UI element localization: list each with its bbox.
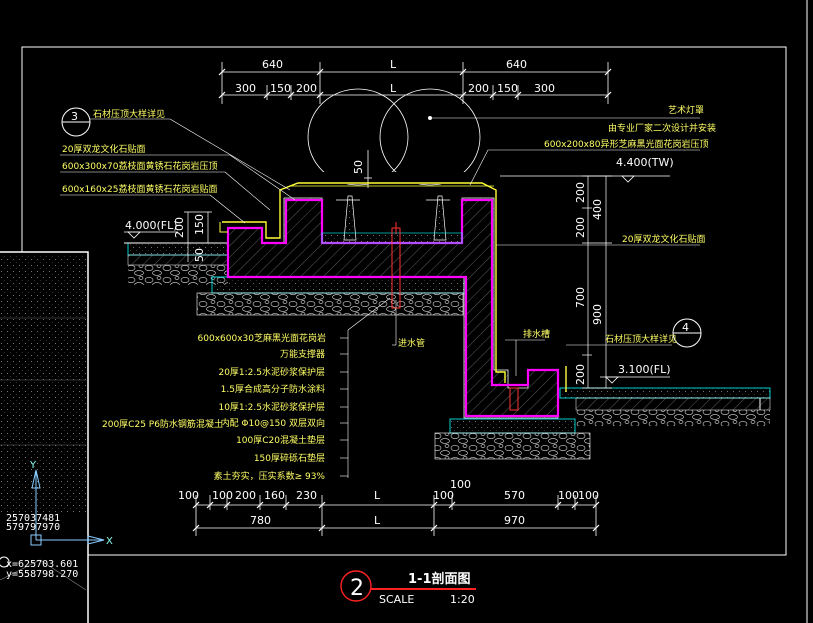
art-lamp-shade	[307, 88, 481, 186]
left-leader-lines	[60, 154, 296, 224]
left-note-2: 600x300x70荔枝面黄锈石花岗岩压顶	[62, 160, 217, 172]
level-mark-right	[600, 376, 670, 384]
right-leader-lines	[430, 117, 700, 246]
left-vdim-150: 150	[193, 214, 206, 235]
bottom-dim-570: 570	[504, 489, 525, 502]
top-dim-200-left: 200	[296, 82, 317, 95]
callout-3: 3	[61, 107, 291, 191]
top-dim-150-left: 150	[270, 82, 291, 95]
right-vertical-dims	[582, 175, 612, 389]
label-drain: 排水槽	[523, 328, 550, 340]
callout-4-text: 石材压顶大样详见	[605, 333, 677, 345]
bottom-dim-100-e: 100	[578, 489, 599, 502]
coord-readout-2: 579797970	[6, 522, 60, 533]
level-right-text: 3.100(FL)	[618, 363, 671, 376]
right-vdim-900: 900	[591, 304, 604, 325]
right-vdim-200-mid: 200	[574, 217, 587, 238]
bottom-dim-100-c: 100	[433, 489, 454, 502]
lamp-fixtures	[336, 195, 450, 241]
drawing-title: 1-1剖面图	[408, 571, 471, 587]
bottom-dim-L: L	[374, 489, 381, 502]
layer-notes: 600x600x30芝麻黑光面花岗岩 万能支撑器 20厚1:2.5水泥砂浆保护层…	[198, 332, 326, 482]
top-dim-200-right: 200	[468, 82, 489, 95]
callout-4: 4	[566, 318, 702, 348]
ucs-x-label: X	[106, 536, 113, 547]
waterproof-layer	[226, 198, 560, 418]
stone-cladding	[222, 182, 506, 383]
right-note-3: 600x200x80异形芝麻黑光面花岗岩压顶	[544, 138, 708, 150]
ucs-y-label: Y	[29, 460, 37, 471]
bottom-dim-L-row2: L	[374, 514, 381, 527]
coord-readout-4: y=558798.270	[6, 569, 78, 580]
drain-channel	[505, 339, 545, 411]
callout-3-text: 石材压顶大样详见	[93, 108, 165, 120]
layer-note-5: 10厚1:2.5水泥砂浆保护层	[218, 401, 325, 413]
bottom-dim-970: 970	[504, 514, 525, 527]
layer-note-9: 素土夯实，压实系数≥ 93%	[214, 470, 326, 482]
bottom-dim-100-above: 100	[450, 478, 471, 491]
level-mark-left	[124, 231, 178, 239]
layer-leader	[340, 297, 391, 478]
bottom-dim-160: 160	[264, 489, 285, 502]
ucs-icon: Y X	[29, 460, 113, 547]
scale-label: SCALE	[379, 593, 414, 606]
right-face-note: 20厚双龙文化石贴面	[622, 233, 705, 245]
concrete-wall-section	[227, 197, 559, 419]
top-dim-300-left: 300	[235, 82, 256, 95]
callout-4-number: 4	[682, 321, 689, 334]
right-note-2: 由专业厂家二次设计并安装	[608, 122, 716, 134]
right-note-1: 艺术灯罩	[668, 104, 704, 116]
top-dim-150-right: 150	[497, 82, 518, 95]
layer-note-8: 150厚碎砾石垫层	[254, 452, 325, 464]
right-vdim-200-bot: 200	[574, 364, 587, 385]
top-dim-L: L	[390, 58, 397, 71]
top-dim-L-row2: L	[390, 82, 397, 95]
top-dim-640-left: 640	[262, 58, 283, 71]
bottom-dim-200: 200	[235, 489, 256, 502]
layer-note-7: 100厚C20混凝土垫层	[236, 434, 325, 446]
top-dim-300-right: 300	[534, 82, 555, 95]
lower-ground	[434, 387, 771, 460]
scale-value: 1:20	[450, 593, 475, 606]
bottom-dimensions	[192, 495, 600, 536]
top-dim-640-right: 640	[506, 58, 527, 71]
level-left-text: 4.000(FL)	[125, 219, 178, 232]
bottom-dim-230: 230	[296, 489, 317, 502]
left-vdim-200: 200	[173, 217, 186, 238]
title-number: 2	[350, 576, 364, 601]
layer-note-6: 内配 Φ10@150 双层双向	[221, 417, 325, 429]
left-vertical-dims	[184, 211, 212, 262]
right-vdim-200-top: 200	[574, 182, 587, 203]
right-vdim-400: 400	[591, 199, 604, 220]
level-mark-top	[500, 175, 670, 183]
layer-note-2: 万能支撑器	[280, 348, 325, 360]
title-block: 2 1-1剖面图 SCALE 1:20	[340, 570, 476, 606]
dim-50: 50	[352, 160, 365, 174]
coord-readout-1: 257037481	[6, 513, 60, 524]
layer-note-3: 20厚1:2.5水泥砂浆保护层	[218, 366, 325, 378]
layer-note-4: 1.5厚合成高分子防水涂料	[221, 383, 325, 395]
label-inlet-pipe: 进水管	[398, 337, 425, 349]
right-vdim-700: 700	[574, 287, 587, 308]
concrete-note: 200厚C25 P6防水钢筋混凝土	[102, 418, 223, 430]
top-dimensions	[218, 62, 612, 104]
planter-foundation	[196, 276, 465, 316]
bottom-dim-100-b: 100	[212, 489, 233, 502]
layer-note-1: 600x600x30芝麻黑光面花岗岩	[198, 332, 326, 344]
bottom-dim-100-d: 100	[558, 489, 579, 502]
coord-readout-3: x=625703.601	[6, 559, 78, 570]
left-note-3: 600x160x25荔枝面黄锈石花岗岩贴面	[62, 183, 217, 195]
left-note-1: 20厚双龙文化石贴面	[62, 143, 145, 155]
left-vdim-50: 50	[193, 248, 206, 262]
level-top-text: 4.400(TW)	[616, 156, 674, 169]
coordinate-readouts: 257037481 579797970 x=625703.601 y=55879…	[0, 513, 78, 580]
callout-3-number: 3	[71, 110, 78, 123]
bottom-dim-780: 780	[250, 514, 271, 527]
overlapping-viewport[interactable]	[0, 251, 89, 623]
bottom-dim-100-a: 100	[178, 489, 199, 502]
